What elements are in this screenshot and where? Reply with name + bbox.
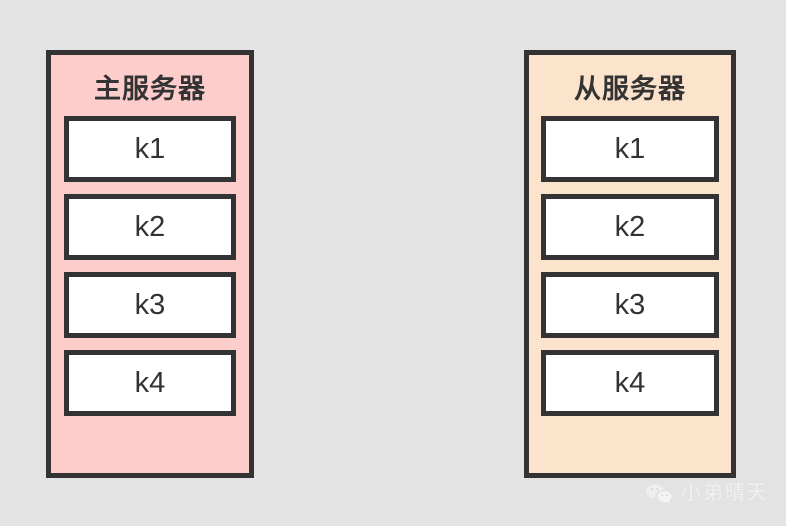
- slave-key-list: k1 k2 k3 k4: [529, 116, 731, 428]
- slave-key-box-k3: k3: [541, 272, 719, 338]
- master-key-box-k3: k3: [64, 272, 236, 338]
- master-server-title: 主服务器: [94, 74, 206, 104]
- master-key-box-k1: k1: [64, 116, 236, 182]
- slave-key-box-k2: k2: [541, 194, 719, 260]
- key-label: k1: [614, 132, 646, 165]
- wechat-icon: [645, 482, 673, 504]
- key-label: k3: [134, 288, 166, 321]
- slave-key-box-k1: k1: [541, 116, 719, 182]
- master-key-box-k4: k4: [64, 350, 236, 416]
- slave-server-panel: 从服务器 k1 k2 k3 k4: [524, 50, 736, 478]
- watermark-text: 小弟晴天: [681, 482, 769, 504]
- master-key-box-k2: k2: [64, 194, 236, 260]
- master-key-list: k1 k2 k3 k4: [51, 116, 249, 428]
- key-label: k2: [614, 210, 646, 243]
- key-label: k2: [134, 210, 166, 243]
- key-label: k4: [134, 366, 166, 399]
- key-label: k1: [134, 132, 166, 165]
- watermark: 小弟晴天: [645, 482, 769, 504]
- slave-server-title: 从服务器: [574, 74, 686, 104]
- master-server-panel: 主服务器 k1 k2 k3 k4: [46, 50, 254, 478]
- slave-key-box-k4: k4: [541, 350, 719, 416]
- key-label: k3: [614, 288, 646, 321]
- key-label: k4: [614, 366, 646, 399]
